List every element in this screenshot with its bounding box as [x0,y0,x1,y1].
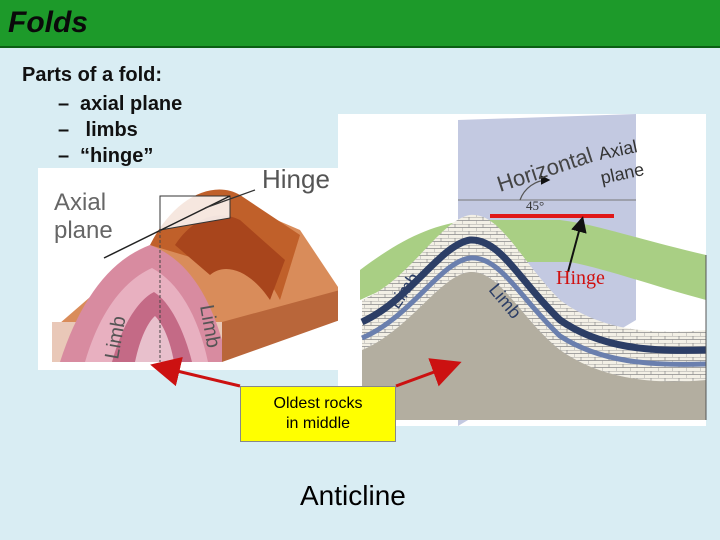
bullet-heading: Parts of a fold: [22,64,163,86]
title-bar: Folds [0,0,720,48]
angle-arc [519,175,551,201]
angle-label: 45° [526,198,544,213]
anticline-caption: Anticline [300,480,406,511]
bullet-item: –axial plane [58,93,183,115]
layer-core [135,316,174,362]
bullet-item: – limbs [58,119,138,141]
bullet-item: –“hinge” [58,145,154,167]
left-axial-label: Axial [54,189,106,216]
callout-line-2: in middle [285,415,351,432]
fold-ridge-inner [175,215,285,300]
left-fold-diagram: Axial plane Hinge Limb Limb [38,164,340,370]
layer-limestone [362,214,706,382]
left-plane-label: plane [54,217,113,244]
bullet-list: Parts of a fold: –axial plane – limbs –“… [22,64,182,169]
left-hinge-label: Hinge [262,164,330,194]
callout-line-1: Oldest rocks [273,395,363,412]
hinge-arrow [567,216,587,273]
layer-dark [360,236,707,354]
right-fold-diagram: Horizontal Axial plane 45° Hinge Limb Li… [338,114,707,426]
layer-blue [361,255,707,367]
slide-title: Folds [8,6,88,39]
side-face [222,290,340,362]
arrow-to-right-core [395,358,462,388]
hinge-pointer-left [204,189,256,209]
oldest-rocks-callout: Oldest rocks in middle [240,386,396,442]
arrow-to-left-core [150,356,241,388]
right-hinge-label: Hinge [556,267,605,289]
